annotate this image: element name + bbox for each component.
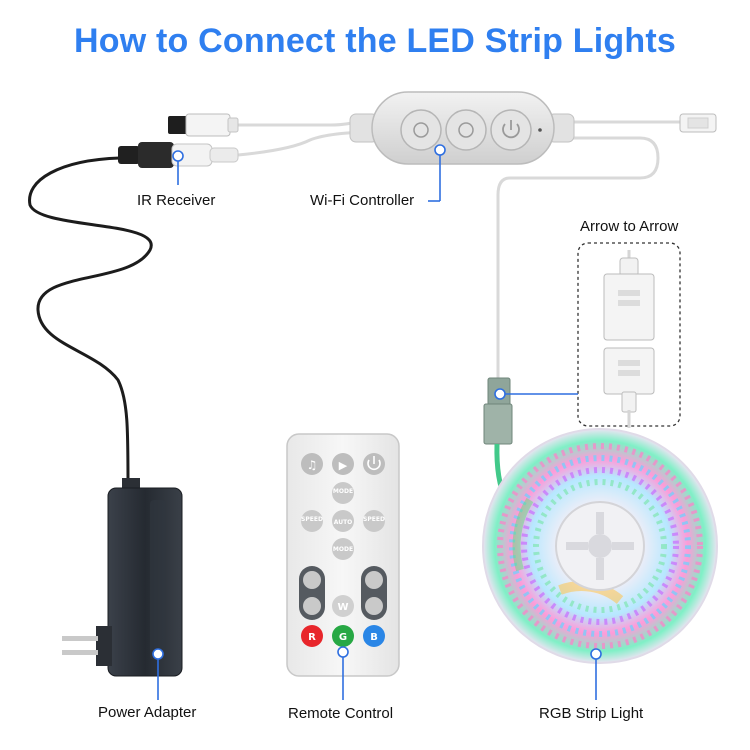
remote-control-label: Remote Control <box>288 705 394 722</box>
ir-receiver-connector <box>168 113 239 137</box>
remote-control: ♫ ▶ MODE SPEED AUTO SPEED MODE W R G B <box>286 433 400 677</box>
svg-text:MODE: MODE <box>333 488 353 495</box>
svg-text:B: B <box>370 632 378 643</box>
red-button <box>301 625 323 647</box>
page-title: How to Connect the LED Strip Lights <box>74 22 676 60</box>
power-adapter <box>62 478 183 677</box>
rgb-strip-light-label: RGB Strip Light <box>539 705 644 722</box>
svg-text:MODE: MODE <box>333 546 353 553</box>
power-cable <box>28 156 153 486</box>
svg-text:AUTO: AUTO <box>334 519 353 526</box>
blue-button <box>363 625 385 647</box>
brightness-up-icon <box>445 109 487 151</box>
power-adapter-label: Power Adapter <box>98 704 197 721</box>
brightness-down-icon <box>400 109 442 151</box>
speed-down-button <box>301 510 323 532</box>
music-icon <box>301 453 323 475</box>
output-connector <box>679 113 717 133</box>
white-button <box>332 595 354 617</box>
mode-up-button <box>332 482 354 504</box>
svg-text:♫: ♫ <box>307 458 318 472</box>
play-pause-icon <box>332 453 354 475</box>
svg-text:G: G <box>339 632 347 643</box>
svg-text:SPEED: SPEED <box>301 516 323 523</box>
arrow-connector-detail <box>603 250 655 428</box>
callout-lines <box>152 144 602 700</box>
color-temp-up-icon <box>365 571 383 589</box>
auto-button <box>332 510 354 532</box>
svg-text:▶: ▶ <box>339 459 348 472</box>
green-button <box>332 625 354 647</box>
brightness-up-icon <box>303 571 321 589</box>
dc-jack-connector <box>118 142 239 168</box>
speed-up-button <box>363 510 385 532</box>
arrow-to-arrow-label: Arrow to Arrow <box>580 218 679 235</box>
svg-text:R: R <box>308 632 316 643</box>
wifi-controller-label: Wi-Fi Controller <box>310 192 415 209</box>
svg-text:W: W <box>337 602 348 613</box>
svg-text:SPEED: SPEED <box>363 516 385 523</box>
mode-down-button <box>332 538 354 560</box>
brightness-down-icon <box>303 597 321 615</box>
led-strip-reel <box>482 428 718 664</box>
color-temp-down-icon <box>365 597 383 615</box>
wifi-controller <box>349 91 575 165</box>
output-wire-down <box>496 136 660 380</box>
ir-receiver-label: IR Receiver <box>137 192 216 209</box>
